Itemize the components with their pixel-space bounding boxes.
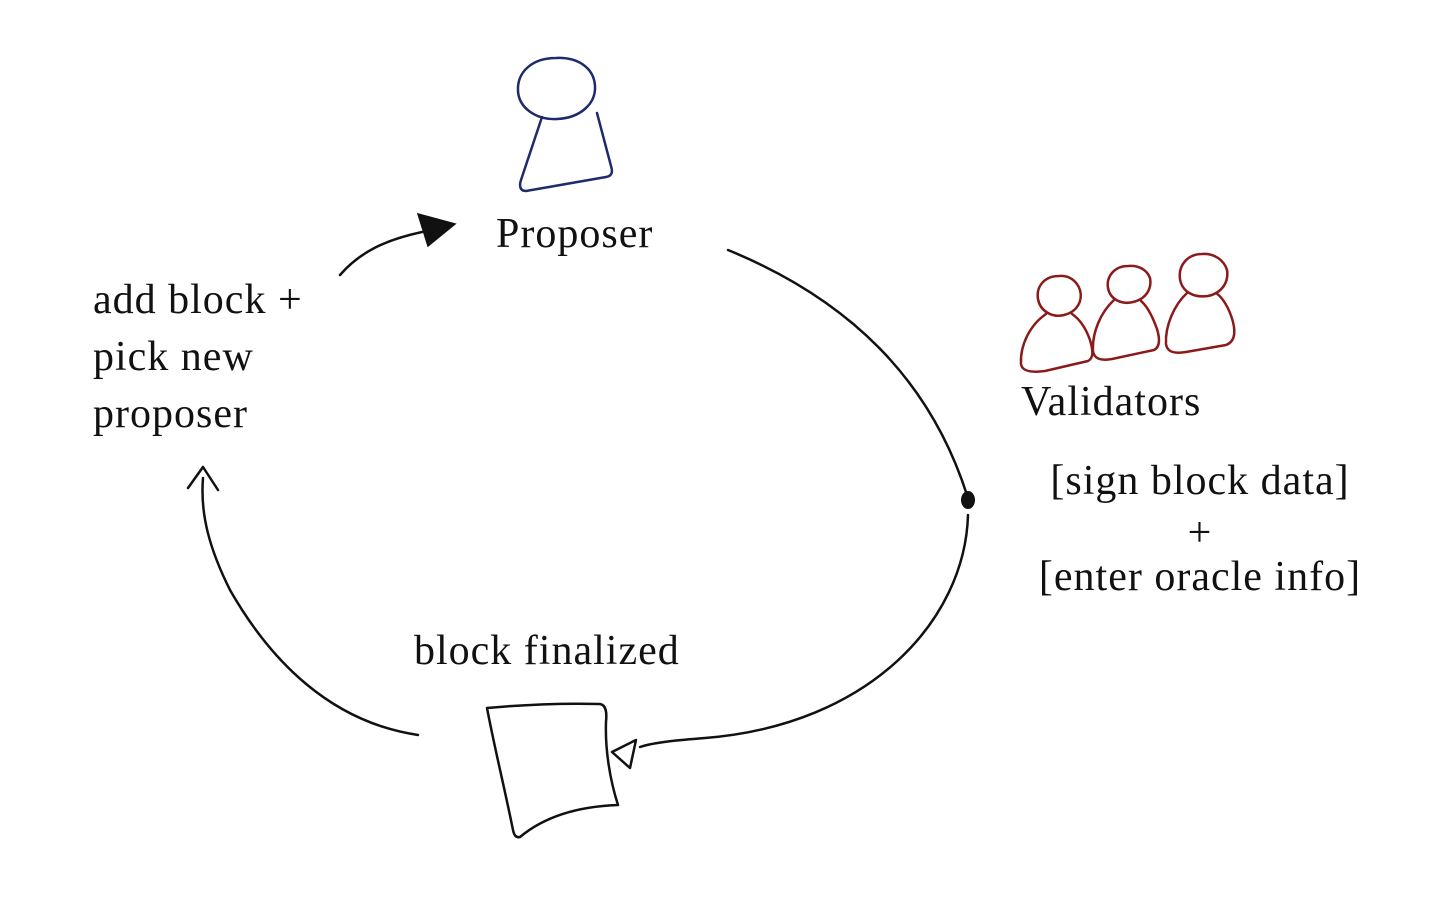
proposer-label: Proposer	[496, 211, 654, 257]
validators-task-plus: +	[1187, 510, 1213, 556]
validators-task-sign: [sign block data]	[1050, 458, 1350, 504]
validators-label: Validators	[1021, 379, 1202, 425]
block-finalized-label: block finalized	[414, 628, 680, 674]
arrowhead-proposer	[416, 212, 457, 248]
arrow-to-proposer	[338, 212, 457, 277]
arrow-to-add-block	[186, 465, 420, 737]
document-icon	[485, 702, 620, 839]
arrowhead-add-block	[186, 465, 220, 492]
arrow-to-finalized	[610, 513, 970, 770]
arrowhead-validators-dot	[961, 491, 975, 509]
group-icon	[1019, 252, 1236, 373]
add-block-line1: add block +	[93, 277, 303, 323]
validators-task-oracle: [enter oracle info]	[1038, 554, 1362, 600]
add-block-line2: pick new	[93, 334, 254, 380]
add-block-line3: proposer	[93, 391, 248, 437]
arrow-to-validators	[726, 248, 975, 509]
person-icon	[516, 56, 614, 193]
arrowhead-finalized	[610, 738, 638, 770]
